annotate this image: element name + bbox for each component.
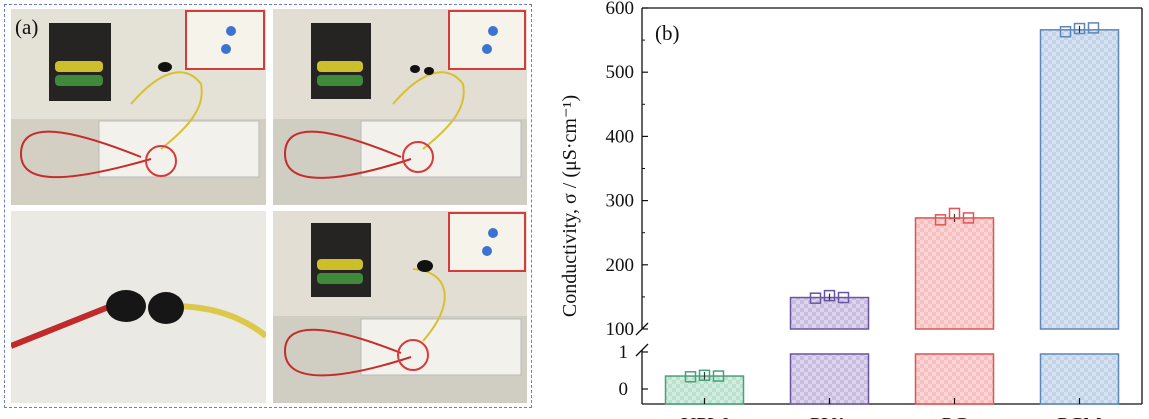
photo-composite-wires — [11, 211, 266, 403]
photo-circuit-top-left — [11, 9, 266, 205]
panel-a-label: (a) — [15, 15, 39, 39]
y-tick-label: 600 — [606, 0, 635, 19]
bar-pva-lower — [789, 353, 870, 405]
photo-panel-a: (a) — [4, 4, 532, 408]
data-point — [1087, 22, 1100, 34]
bar-pcm-lower — [1039, 353, 1120, 405]
data-point — [823, 289, 836, 302]
bar-pc-lower — [914, 353, 995, 405]
y-tick-label: 300 — [606, 191, 635, 212]
data-point — [962, 212, 975, 224]
y-tick-label: 400 — [606, 126, 635, 147]
data-point — [809, 292, 822, 304]
x-tick-label: PC — [942, 413, 968, 419]
data-point — [934, 214, 947, 226]
data-point — [948, 207, 961, 220]
x-tick-label: PCM — [1057, 413, 1102, 419]
photo-circuit-top-right — [273, 9, 527, 205]
bar-pc-upper — [914, 217, 995, 330]
bar-pva-upper — [789, 296, 870, 330]
x-tick-label: PVA — [810, 413, 850, 419]
x-tick-label: UPW — [681, 413, 728, 419]
y-tick-label: 0 — [619, 379, 629, 400]
data-point — [1073, 22, 1086, 35]
panel-b-label: (b) — [655, 21, 680, 45]
y-tick-label: 1 — [619, 342, 629, 363]
data-point — [684, 371, 697, 383]
bar-pcm-upper — [1039, 29, 1120, 330]
axis-break-mark — [635, 343, 649, 357]
data-point — [837, 291, 850, 304]
y-tick-label: 200 — [606, 255, 635, 276]
data-point — [698, 369, 711, 382]
y-axis-label: Conductivity, σ / (μS·cm⁻¹) — [559, 95, 581, 317]
data-point — [1059, 26, 1072, 38]
photo-circuit-bottom-right — [273, 211, 527, 403]
y-tick-label: 500 — [606, 62, 635, 83]
y-tick-label: 100 — [606, 319, 635, 340]
data-point — [712, 370, 725, 382]
